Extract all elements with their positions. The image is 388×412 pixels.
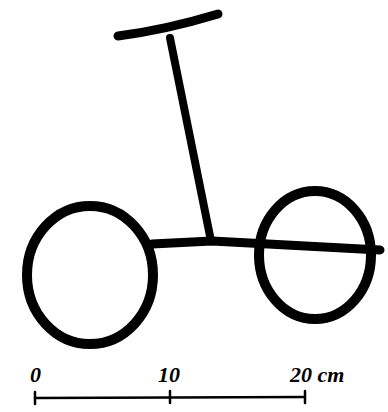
rear-wheel <box>259 191 371 319</box>
scale-label: 0 <box>30 364 41 386</box>
scale-ticks <box>35 391 305 404</box>
handlebar <box>118 14 218 36</box>
scale-label: 10 <box>158 364 180 386</box>
deck-bar <box>152 241 380 250</box>
scale-label: 20 cm <box>290 364 344 386</box>
front-wheel <box>27 206 153 344</box>
steering-column <box>170 38 211 241</box>
